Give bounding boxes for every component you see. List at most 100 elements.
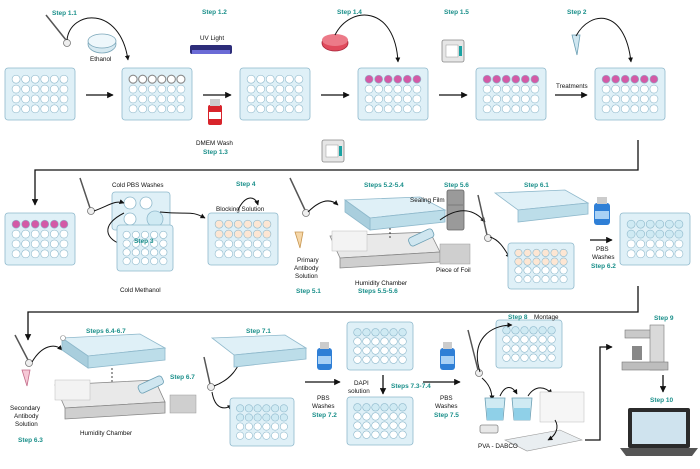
plate-well: [21, 219, 30, 229]
plate-well: [398, 421, 407, 430]
plate-well: [256, 104, 265, 114]
plate-well: [21, 74, 30, 84]
plate-cold-methanol: [116, 224, 174, 272]
plate-well: [645, 219, 655, 229]
plate-well: [611, 84, 620, 94]
plate-well: [271, 413, 280, 422]
steps-7-3-7-4-label: Steps 7.3-7.4: [391, 383, 431, 390]
row-1: Step 1.1 Step 1.2 Step 1.4 Step 1.5 Step…: [4, 9, 666, 156]
plate-well: [243, 249, 253, 259]
plate-peach: [507, 242, 575, 290]
plate-well: [59, 84, 69, 94]
plate-well: [11, 219, 21, 229]
plate-well: [665, 249, 674, 259]
plate-well: [393, 94, 403, 104]
humidity-chamber-label-1: Humidity Chamber: [355, 280, 407, 287]
dapi-label-1: DAPI: [354, 380, 369, 387]
plate-well: [159, 239, 168, 248]
plate-well: [243, 229, 253, 239]
plate-well: [50, 249, 59, 259]
curve-arrow: [489, 236, 511, 259]
plate-well: [141, 239, 149, 248]
plate-well: [159, 230, 168, 239]
plate-well: [256, 74, 265, 84]
plate-well: [256, 94, 265, 104]
plate-well: [353, 337, 362, 346]
plate-empty-2: [239, 67, 311, 121]
plate-well: [353, 346, 362, 355]
plate-well: [665, 219, 674, 229]
plate-well: [131, 230, 140, 239]
plate-well: [620, 74, 630, 84]
foil-sheet: [439, 243, 471, 265]
plate-well: [630, 94, 640, 104]
plate-pink-1: [357, 67, 429, 121]
plate-well: [674, 239, 684, 249]
plate-well: [122, 248, 131, 257]
plate-well: [253, 219, 262, 229]
plate-well: [371, 430, 380, 439]
plate-well: [511, 84, 521, 94]
plate-well: [371, 355, 380, 364]
plate-well: [520, 344, 529, 353]
plate-well: [492, 84, 501, 94]
plate-well: [275, 74, 285, 84]
plate-well: [620, 94, 630, 104]
plate-well: [529, 326, 538, 335]
plate-well: [275, 94, 285, 104]
plate-well: [550, 248, 559, 257]
plate-well: [59, 229, 69, 239]
plate-well: [502, 344, 511, 353]
plate-well: [380, 346, 389, 355]
plate-well: [645, 239, 655, 249]
plate-well: [214, 219, 224, 229]
plate-well: [253, 422, 262, 431]
plate-well: [626, 239, 636, 249]
media-bottle-icon: [208, 99, 222, 125]
plate-well: [649, 74, 659, 84]
laptop-icon: [620, 408, 698, 456]
plate-well: [224, 249, 233, 259]
plate-well: [380, 355, 389, 364]
step-9-label: Step 9: [654, 315, 674, 322]
swab-icon: [14, 334, 33, 367]
plate-well: [412, 74, 422, 84]
plate-well: [412, 94, 422, 104]
flow-arrow: [31, 140, 639, 206]
humidity-chamber-tray: [329, 230, 441, 269]
primary-label-2: Antibody: [294, 265, 319, 272]
plate-well: [538, 344, 547, 353]
plate-blue-1: [619, 212, 691, 266]
plate-well: [128, 104, 138, 114]
plate-well: [620, 104, 630, 114]
plate-well: [285, 74, 294, 84]
plate-well: [122, 230, 131, 239]
plate-well: [253, 239, 262, 249]
plate-well: [279, 422, 288, 431]
curve-arrow: [575, 17, 633, 63]
plate-well: [176, 84, 186, 94]
plate-well: [246, 74, 256, 84]
plate-well: [157, 84, 167, 94]
flow-arrow: [585, 343, 613, 441]
sealed-plate: [343, 196, 447, 231]
primary-label-3: Solution: [295, 273, 318, 280]
plate-well: [541, 248, 550, 257]
plate-well: [262, 413, 271, 422]
plate-well: [665, 239, 674, 249]
ethanol-label: Ethanol: [90, 56, 111, 63]
plate-well: [141, 230, 149, 239]
plate-well: [502, 353, 511, 362]
plate-well: [279, 431, 288, 440]
plate-well: [523, 257, 532, 266]
plate-well: [362, 346, 371, 355]
plate-well: [271, 422, 280, 431]
swab-icon: [467, 329, 483, 377]
plate-well: [271, 404, 280, 413]
plate-blue-2: [229, 397, 295, 447]
plate-well: [538, 326, 547, 335]
curve-arrow: [547, 419, 558, 441]
plate-well: [380, 337, 389, 346]
plate-well: [50, 84, 59, 94]
plate-well: [398, 412, 407, 421]
